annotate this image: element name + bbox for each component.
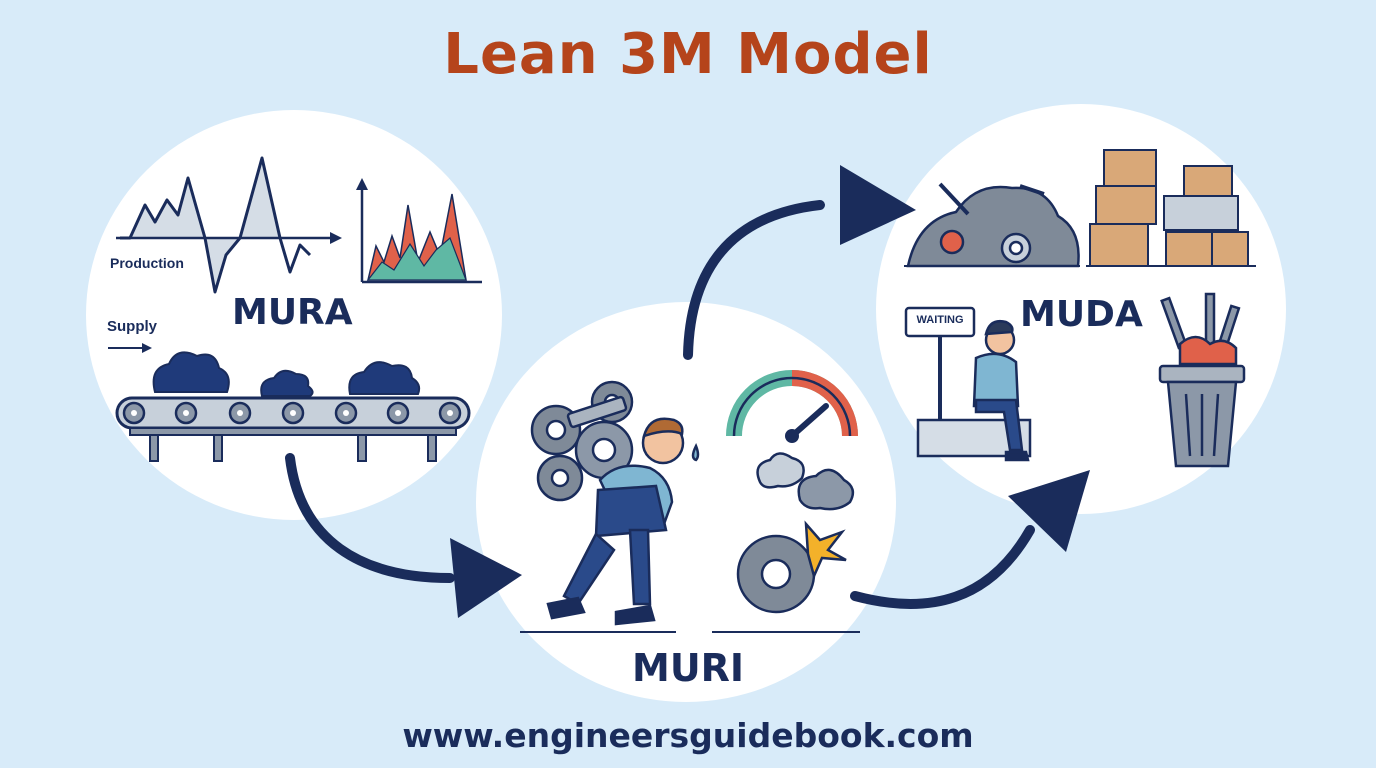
waiting-person-icon <box>904 306 1032 462</box>
flow-arrow-icon <box>285 453 522 618</box>
boxes-icon <box>1086 149 1256 267</box>
broken-gear-icon <box>736 452 855 614</box>
supply-label: Supply <box>107 318 158 335</box>
trash-can-icon <box>1158 292 1246 468</box>
waiting-sign: WAITING <box>916 314 964 326</box>
footer-url: www.engineersguidebook.com <box>402 716 974 755</box>
gear-stack-icon <box>530 380 634 502</box>
flow-arrow-icon-3 <box>850 470 1090 609</box>
muda-label: MUDA <box>1020 294 1143 335</box>
peak-chart-icon <box>356 178 482 284</box>
gauge-icon <box>726 370 858 443</box>
mura-label: MURA <box>232 292 353 333</box>
scrap-pile-icon <box>904 182 1080 268</box>
conveyor-icon <box>115 351 471 462</box>
muri-label: MURI <box>632 646 745 690</box>
worker-icon <box>546 417 700 626</box>
page-title: Lean 3M Model <box>443 22 933 87</box>
zigzag-chart-icon <box>116 156 342 294</box>
production-label: Production <box>110 255 184 271</box>
flow-arrow-icon-2 <box>683 165 916 360</box>
